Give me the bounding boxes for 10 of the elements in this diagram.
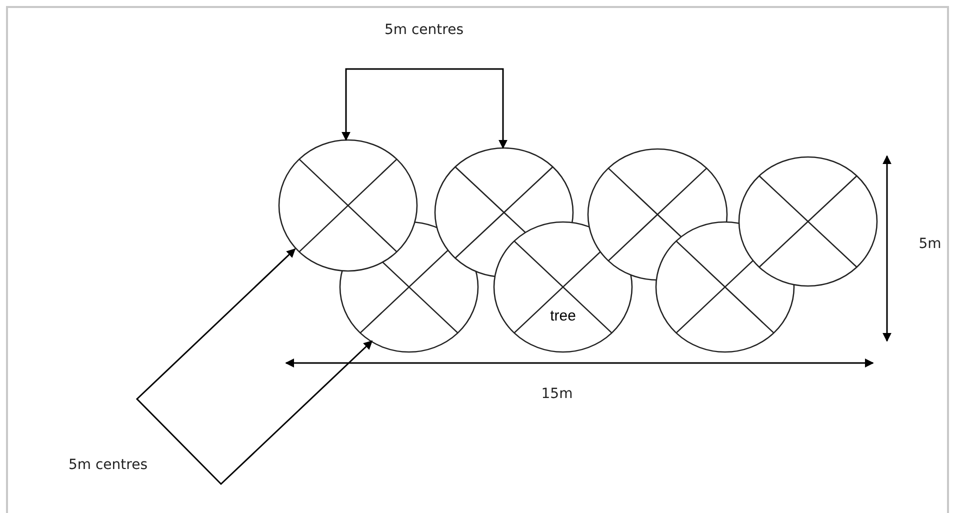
dimension-label: 15m xyxy=(541,386,573,402)
dimension-label: 5m xyxy=(918,236,942,252)
tree-circle xyxy=(278,139,418,272)
dimension-arrow xyxy=(136,248,373,486)
tree-circle xyxy=(738,156,878,287)
dimension-arrow xyxy=(342,68,508,149)
node-label: tree xyxy=(550,308,576,325)
tree-circle xyxy=(493,221,633,353)
edge-label: 5m centres xyxy=(384,22,464,38)
edge-label: 5m centres xyxy=(68,457,148,473)
